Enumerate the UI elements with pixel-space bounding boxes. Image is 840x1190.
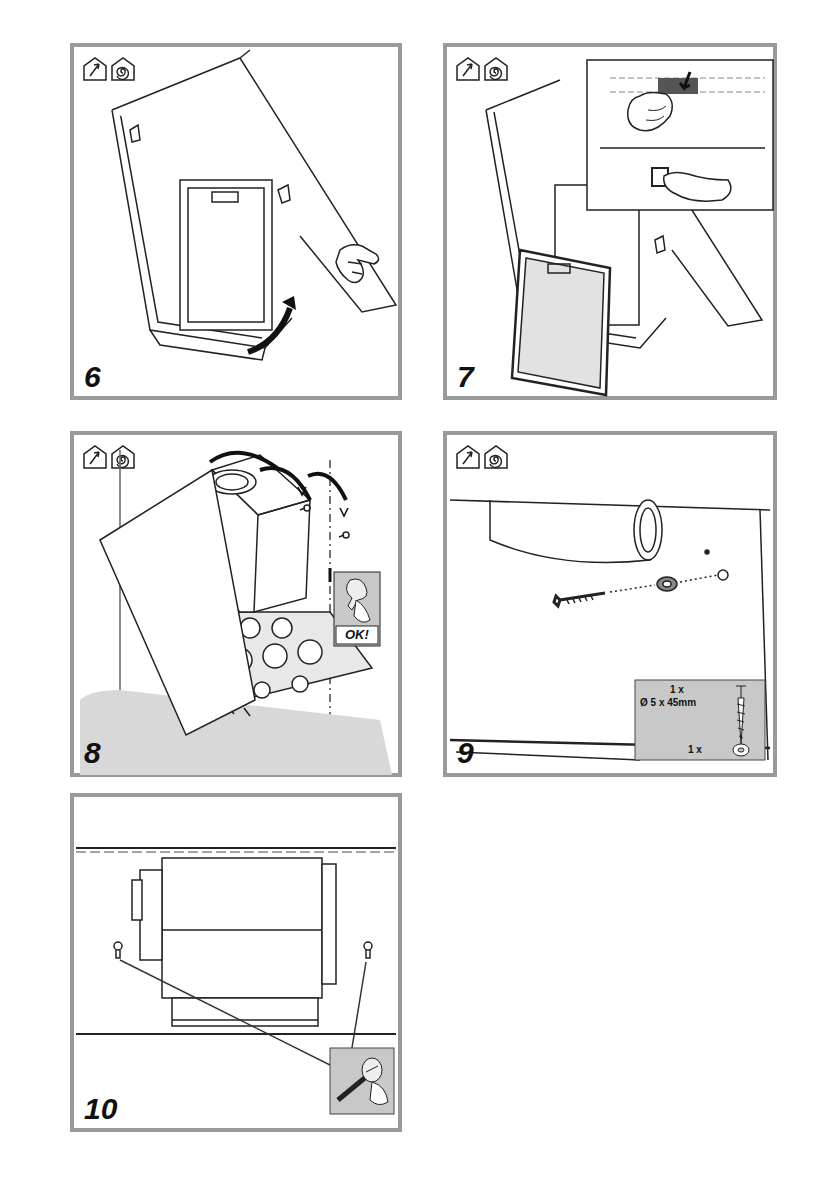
hood-wall-mount [80,450,392,775]
screwdriver-inset [330,1048,394,1114]
ok-inset [334,572,380,646]
quantity-label: 1 x [688,744,702,755]
step-number: 8 [84,736,101,769]
arrow-head [282,296,296,310]
hood-open-glass [112,50,396,360]
screw-fixing [450,500,770,760]
keyhole-mount [76,848,396,1070]
step-number: 10 [84,1092,117,1125]
quantity-label: 1 x [670,684,684,695]
screw-arrow [308,474,346,500]
step-number: 7 [457,360,474,393]
ok-mark: OK! [345,628,369,642]
lift-arrow [248,308,290,352]
step-number: 6 [84,360,101,393]
parts-inset [635,680,765,760]
inset-detail [587,60,773,210]
panel-frames [72,45,775,1130]
screw-dimension: Ø 5 x 45mm [640,697,696,708]
step-number: 9 [457,736,474,769]
